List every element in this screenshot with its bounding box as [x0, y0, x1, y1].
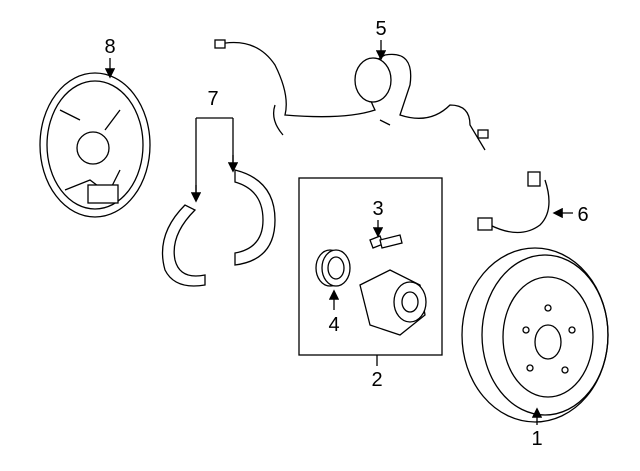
callout-4: 4 — [328, 314, 339, 336]
abs-sensor-harness[interactable] — [214, 39, 489, 151]
hub-assembly-box — [298, 177, 443, 356]
brake-hose[interactable] — [477, 171, 550, 234]
wheel-bearing[interactable] — [315, 249, 351, 287]
hub-flange[interactable] — [359, 269, 427, 336]
backing-plate[interactable] — [39, 72, 151, 218]
callout-6: 6 — [577, 204, 588, 226]
callout-7: 7 — [207, 88, 218, 110]
callout-3: 3 — [372, 198, 383, 220]
brake-shoes[interactable] — [161, 169, 276, 287]
brake-drum[interactable] — [461, 247, 609, 423]
callout-5: 5 — [375, 18, 386, 40]
callout-1: 1 — [531, 428, 542, 450]
callout-8: 8 — [104, 36, 115, 58]
callout-2: 2 — [371, 369, 382, 391]
callout-7-bracket — [195, 117, 234, 198]
hub-bolt[interactable] — [369, 234, 403, 249]
